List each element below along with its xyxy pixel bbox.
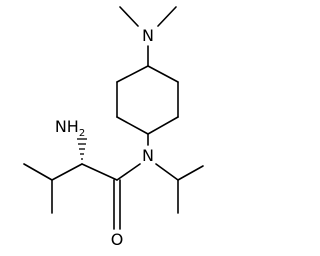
amine-main-text: NH bbox=[55, 117, 79, 136]
ring-bond-3 bbox=[147, 116, 179, 135]
molecule-drawing: N N O NH2 bbox=[23, 6, 204, 249]
bond-nme-left bbox=[119, 6, 139, 27]
bond-alpha-beta bbox=[51, 163, 83, 181]
structure-canvas: N N O NH2 bbox=[23, 6, 204, 249]
ring-bond-6 bbox=[116, 65, 149, 83]
ring-bond-1 bbox=[147, 65, 179, 83]
atom-label-amide-n: N bbox=[142, 146, 154, 165]
bond-beta-me1 bbox=[23, 163, 53, 181]
atom-label-amine: NH2 bbox=[55, 117, 85, 139]
bond-isopropyl-me1 bbox=[177, 165, 204, 181]
bond-carbonyl-alpha bbox=[81, 163, 118, 181]
bond-nme-right bbox=[157, 6, 177, 27]
atom-label-top-n: N bbox=[142, 26, 154, 45]
bond-lines bbox=[23, 6, 204, 230]
amine-subscript: 2 bbox=[79, 128, 85, 139]
bond-n-isopropyl bbox=[155, 163, 179, 181]
ring-bond-4 bbox=[116, 116, 149, 135]
bond-n-carbonyl bbox=[116, 163, 141, 181]
stereo-hash-bond bbox=[77, 138, 87, 160]
atom-label-carbonyl-o: O bbox=[111, 230, 124, 249]
